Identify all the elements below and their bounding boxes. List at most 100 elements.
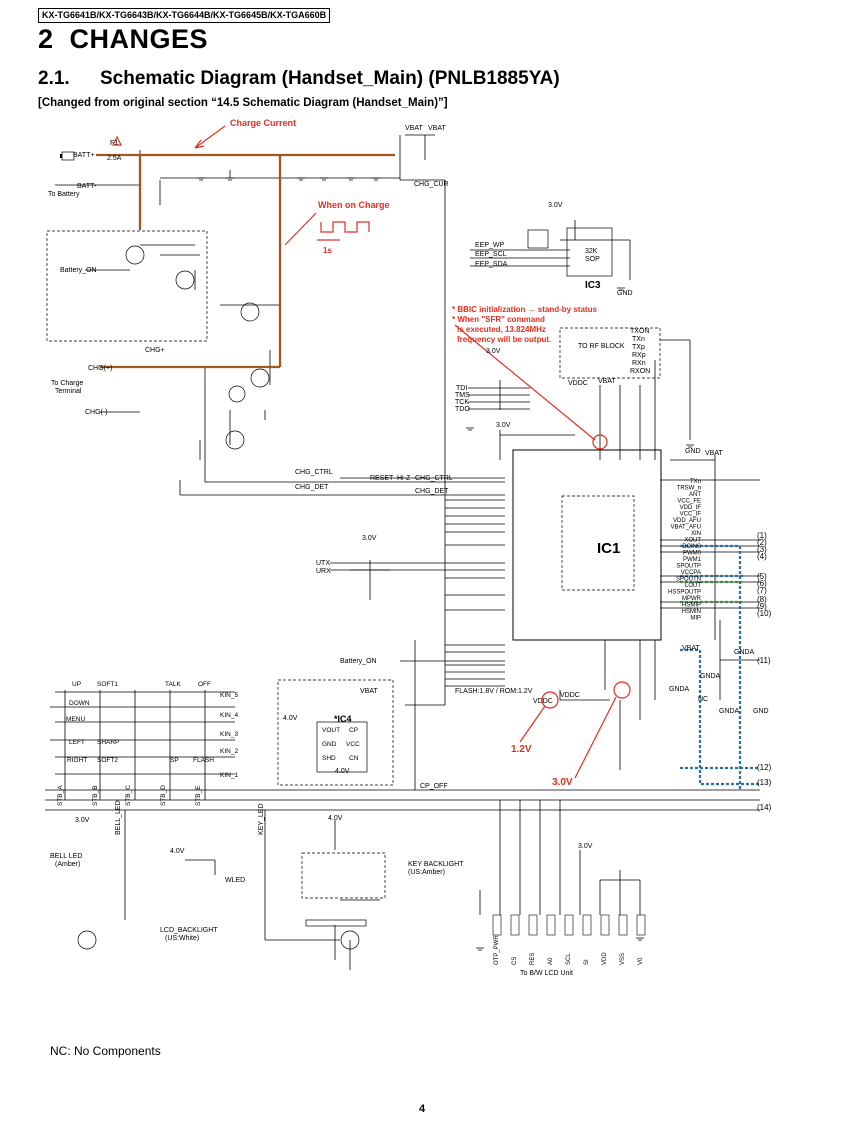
lcd-pad [618, 914, 628, 936]
label-vddc-2: VDDC [533, 698, 553, 705]
key-soft1: SOFT1 [97, 681, 118, 688]
key-sharp: SHARP [97, 739, 119, 746]
ic1-pin-ant: ANT [689, 492, 701, 498]
label-hiz: Hi-Z [397, 475, 411, 482]
label-txon: TXON [630, 328, 649, 335]
lcd-pin-otp_pwr: OTP_PWR [494, 935, 500, 965]
label-chg-ctrl-1: CHG_CTRL [295, 469, 333, 476]
chapter-text: CHANGES [69, 24, 209, 54]
ic3-pkg: SOP [585, 256, 600, 263]
transistor-q2 [240, 302, 260, 322]
label-to-bw-lcd: To B/W LCD Unit [520, 970, 573, 977]
net-labels: BATT+ BATT- To Battery F1 2.5A VBAT VBAT… [48, 125, 769, 977]
annotation-bbic-3: is executed, 13.824MHz [457, 325, 546, 334]
annotation-3-0v: 3.0V [552, 777, 573, 788]
lcd-pad [546, 914, 556, 936]
annotation-charge-current: Charge Current [230, 118, 296, 128]
key-left: LEFT [69, 739, 85, 746]
red-annotations: Charge Current When on Charge 1s * BBIC … [230, 118, 597, 788]
lcd-pin-cs: CS [512, 957, 518, 965]
key-down: DOWN [69, 700, 90, 707]
ic1-pin-mip: MIP [690, 616, 701, 622]
annotation-1-2v: 1.2V [511, 744, 532, 755]
label-amber: (Amber) [55, 861, 80, 868]
label-utx: UTX [316, 560, 330, 567]
ic1-pin-vdd_if: VDD_IF [680, 505, 702, 511]
label-gnd-right: GND [753, 708, 769, 715]
label-eep-sda: EEP_SDA [475, 261, 508, 268]
label-chg-minus: CHG(-) [85, 409, 108, 416]
label-nc-right: NC [698, 696, 708, 703]
ic-labels: IC1 IC3 *IC4 32K SOP [334, 248, 620, 724]
connector-4: (4) [757, 552, 767, 561]
key-right: RIGHT [67, 757, 87, 764]
kin-1: KIN_1 [220, 772, 238, 779]
lcd-pad [636, 914, 646, 936]
label-f1: F1 [110, 140, 118, 147]
warning-triangle-icon [112, 135, 122, 146]
annotation-when-on-charge: When on Charge [318, 200, 390, 210]
connector-6: (6) [757, 579, 767, 588]
label-key-backlight: KEY BACKLIGHT [408, 861, 464, 868]
lcd-pad [582, 914, 592, 936]
ic1-pin-mpwr: MPWR [682, 596, 702, 602]
ic1-pin-pwm1: PWM1 [683, 557, 702, 563]
audio-paths [680, 544, 760, 790]
label-4v-ic4-out: 4.0V [335, 768, 350, 775]
label-3v-jtag: 3.0V [486, 348, 501, 355]
changed-note: [Changed from original section “14.5 Sch… [38, 97, 448, 109]
connector-13: (13) [757, 778, 772, 787]
key-soft2: SOFT2 [97, 757, 118, 764]
charge-current-path [96, 153, 395, 369]
connector-9: (9) [757, 602, 767, 611]
label-vbat-ic4: VBAT [360, 688, 378, 695]
label-gnd-rf: GND [685, 448, 701, 455]
kin-2: KIN_2 [220, 748, 238, 755]
connector-numbers: (1)(2)(3)(4)(5)(6)(7)(8)(9)(10)(11)(12)(… [757, 531, 772, 812]
connector-2: (2) [757, 538, 767, 547]
stb-a: STB_A [57, 785, 64, 806]
connector-11: (11) [757, 656, 771, 665]
label-vbat-1: VBAT [405, 125, 423, 132]
label-battery-on-1: Battery_ON [60, 267, 97, 274]
ic1-pin-hsmip: HSMIP [682, 603, 701, 609]
lcd-pin-res: RES [530, 953, 536, 965]
annotation-bbic-4: frequency will be output. [457, 335, 551, 344]
label-chg-det-1: CHG_DET [295, 484, 329, 491]
connector-10: (10) [757, 609, 772, 618]
transistor-q6 [340, 930, 360, 950]
stb-e: STB_E [195, 785, 202, 806]
label-gnda-4: GNDA [734, 649, 755, 656]
label-rxp: RXp [632, 352, 646, 359]
label-vbat-2: VBAT [428, 125, 446, 132]
ic1-pin-pwm0: PWM0 [683, 551, 702, 557]
key-off: OFF [198, 681, 211, 688]
connector-3: (3) [757, 545, 767, 554]
lcd-pad [528, 914, 538, 936]
lcd-pin-si: SI [584, 959, 590, 965]
label-4v-key: 4.0V [328, 815, 343, 822]
label-bell-led-amber: BELL LED [50, 853, 82, 860]
stb-d: STB_D [160, 785, 167, 806]
annotation-arrows [194, 125, 631, 779]
ic1-pin-hsmin: HSMIN [682, 609, 701, 615]
label-chg-plus-net: CHG+ [145, 347, 165, 354]
label-3v-uart: 3.0V [362, 535, 377, 542]
ic1-pin-hsspoutp: HSSPOUTP [668, 590, 701, 596]
lcd-pad [510, 914, 520, 936]
label-vbat-right-2: VBAT [682, 645, 700, 652]
stb-c: STB_C [125, 785, 132, 806]
battery-symbol-icon [60, 151, 75, 161]
label-gnd-ic3: GND [617, 290, 633, 297]
transistor-q5 [77, 930, 97, 950]
ic1-pin-dcins: DCINS [682, 544, 701, 550]
label-reset: RESET [370, 475, 394, 482]
ic4-pin-vcc: VCC [346, 741, 360, 748]
connector-7: (7) [757, 586, 767, 595]
label-batt-minus: BATT- [77, 183, 97, 190]
ic1-pin-vbat_afu: VBAT_AFU [670, 525, 701, 531]
label-flash-note: FLASH:1.8V / ROM:1.2V [455, 688, 533, 695]
label-to-charge: To Charge [51, 380, 83, 387]
